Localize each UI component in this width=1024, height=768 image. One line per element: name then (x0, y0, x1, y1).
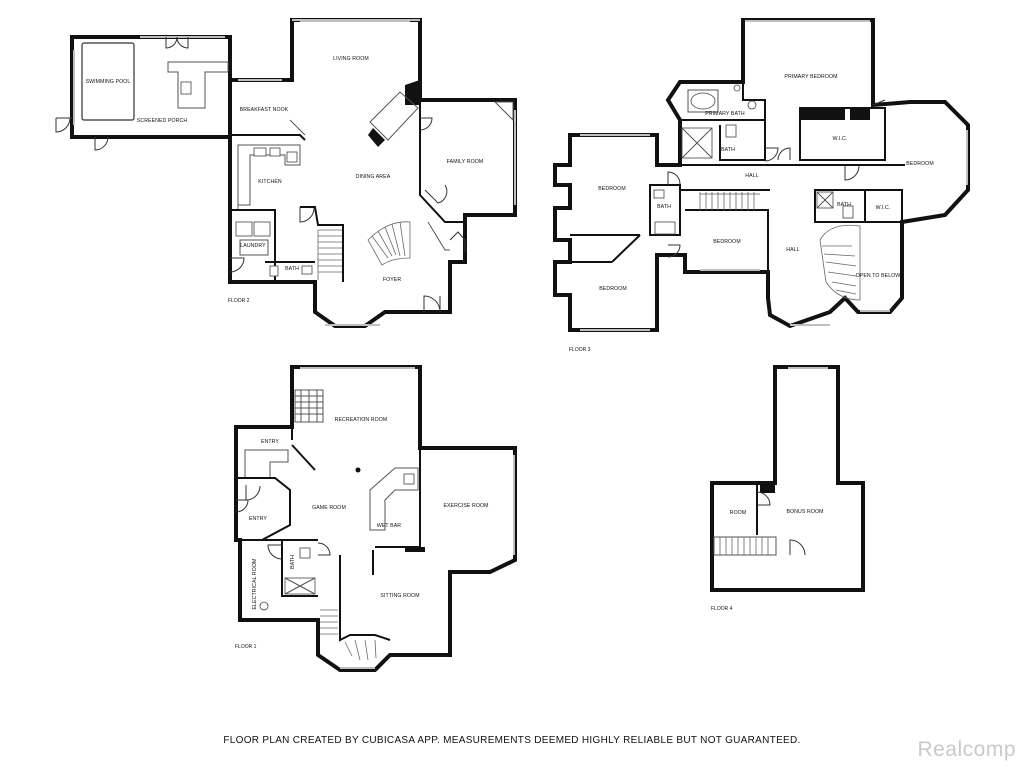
room-label-swimming-pool: SWIMMING POOL (86, 79, 131, 85)
room-label-kitchen: KITCHEN (258, 179, 282, 185)
room-label-bath-f3-mid: BATH (657, 204, 671, 210)
disclaimer-text: FLOOR PLAN CREATED BY CUBICASA APP. MEAS… (223, 735, 801, 746)
room-label-room-f4: ROOM (730, 510, 747, 516)
floor-3-plan (553, 18, 970, 332)
room-label-bedroom-sw: BEDROOM (599, 286, 627, 292)
room-label-foyer: FOYER (383, 277, 402, 283)
room-label-breakfast-nook: BREAKFAST NOOK (240, 107, 289, 113)
room-label-entry-top: ENTRY (261, 439, 279, 445)
room-labels: SWIMMING POOL SCREENED PORCH BREAKFAST N… (86, 56, 934, 609)
room-label-bath-primary-wc: BATH (721, 147, 735, 153)
room-label-wic-east: W.I.C. (876, 205, 891, 211)
room-label-recreation-room: RECREATION ROOM (335, 417, 388, 423)
floor-1-plan (234, 365, 517, 672)
room-label-bath-f3-east: BATH (837, 202, 851, 208)
room-label-exercise-room: EXERCISE ROOM (443, 503, 488, 509)
room-label-entry-mid: ENTRY (249, 516, 267, 522)
floor-label-1: FLOOR 1 (235, 644, 257, 650)
room-label-bonus-room: BONUS ROOM (786, 509, 823, 515)
floor-label-4: FLOOR 4 (711, 606, 733, 612)
room-label-sitting-room: SITTING ROOM (380, 593, 419, 599)
room-label-game-room: GAME ROOM (312, 505, 346, 511)
room-label-bath-f1: BATH (290, 555, 296, 569)
floor-labels: FLOOR 2 FLOOR 3 FLOOR 1 FLOOR 4 (228, 298, 733, 650)
room-label-laundry: LAUNDRY (240, 243, 266, 249)
room-label-living-room: LIVING ROOM (333, 56, 369, 62)
room-label-screened-porch: SCREENED PORCH (137, 118, 188, 124)
floor-4-plan (710, 365, 865, 592)
room-label-bedroom-nw: BEDROOM (598, 186, 626, 192)
room-label-bedroom-east: BEDROOM (906, 161, 934, 167)
room-label-bath-f2: BATH (285, 266, 299, 272)
room-label-bedroom-center: BEDROOM (713, 239, 741, 245)
room-label-family-room: FAMILY ROOM (447, 159, 484, 165)
floor-label-2: FLOOR 2 (228, 298, 250, 304)
room-label-primary-bedroom: PRIMARY BEDROOM (784, 74, 837, 80)
room-label-open-to-below: OPEN TO BELOW (856, 273, 901, 279)
room-label-hall-top: HALL (745, 173, 758, 179)
brand-watermark: Realcomp (917, 738, 1016, 761)
floor-2-plan (55, 18, 517, 328)
room-label-wic-primary: W.I.C. (833, 136, 848, 142)
room-label-primary-bath: PRIMARY BATH (705, 111, 745, 117)
room-label-wet-bar: WET BAR (377, 523, 401, 529)
room-label-hall-center: HALL (786, 247, 799, 253)
floor-label-3: FLOOR 3 (569, 347, 591, 353)
room-label-electrical-room: ELECTRICAL ROOM (252, 559, 258, 610)
room-label-dining-area: DINING AREA (356, 174, 391, 180)
